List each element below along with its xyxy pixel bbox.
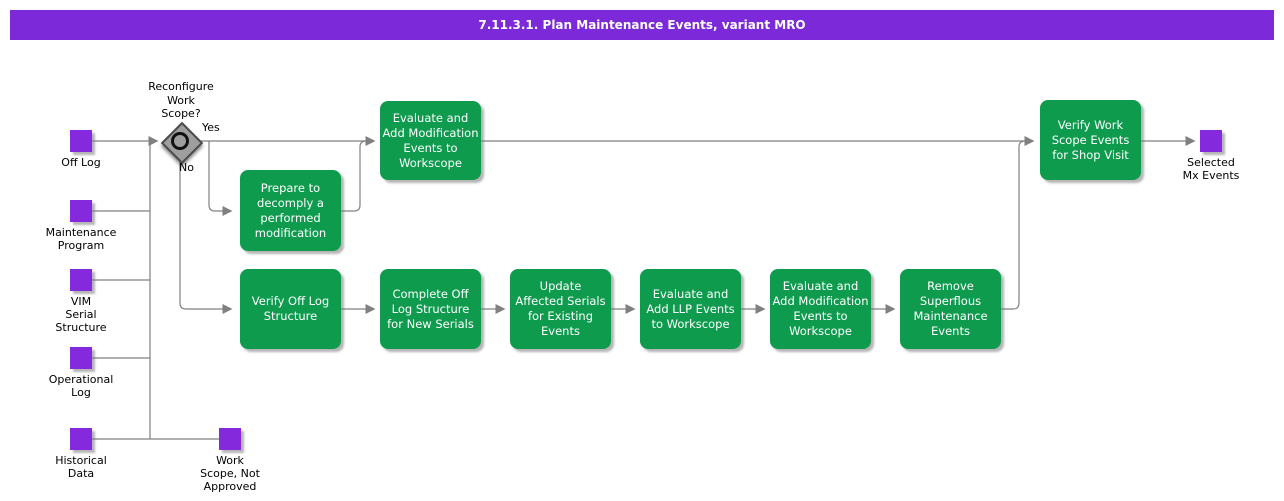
event-selected-mx-events[interactable] (1200, 130, 1222, 152)
connector-gateway-no (179, 160, 233, 314)
activity-update-affected-serials[interactable]: Update Affected Serials for Existing Eve… (510, 269, 611, 349)
gateway-question-label: Reconfigure Work Scope? (148, 80, 214, 120)
activity-remove-superflous-maintenance-events[interactable]: Remove Superflous Maintenance Events (900, 269, 1001, 349)
connector-prepare-join (341, 140, 367, 212)
event-maintenance-program-label: Maintenance Program (45, 226, 117, 252)
event-operational-log[interactable] (70, 347, 92, 369)
activity-complete-off-log-structure[interactable]: Complete Off Log Structure for New Seria… (380, 269, 481, 349)
event-historical-data-label: Historical Data (55, 454, 107, 480)
event-vim-serial-structure[interactable] (70, 269, 92, 291)
event-off-log-label: Off Log (61, 156, 101, 169)
event-selected-mx-events-label: Selected Mx Events (1182, 156, 1240, 182)
connector-trunk-gateway (148, 136, 159, 439)
branch-no-label: No (179, 161, 194, 174)
activity-evaluate-add-modification-events-1[interactable]: Evaluate and Add Modification Events to … (380, 101, 481, 180)
event-historical-data[interactable] (70, 428, 92, 450)
connector-yes-prepare (208, 141, 233, 216)
activity-evaluate-add-modification-events-2[interactable]: Evaluate and Add Modification Events to … (770, 269, 871, 349)
event-work-scope-not-approved[interactable] (219, 428, 241, 450)
event-maintenance-program[interactable] (70, 200, 92, 222)
event-operational-log-label: Operational Log (48, 373, 114, 399)
event-work-scope-not-approved-label: Work Scope, Not Approved (200, 454, 260, 493)
activity-prepare-decomply-modification[interactable]: Prepare to decomply a performed modifica… (240, 170, 341, 251)
event-vim-serial-structure-label: VIM Serial Structure (55, 295, 107, 334)
activity-evaluate-add-llp-events[interactable]: Evaluate and Add LLP Events to Workscope (640, 269, 741, 349)
connector-removesuperflous-join (1001, 140, 1026, 310)
activity-verify-work-scope-events[interactable]: Verify Work Scope Events for Shop Visit (1040, 100, 1141, 180)
branch-yes-label: Yes (202, 121, 220, 134)
inclusive-gateway-icon (171, 132, 189, 150)
activity-verify-off-log-structure[interactable]: Verify Off Log Structure (240, 269, 341, 349)
event-off-log[interactable] (70, 130, 92, 152)
diagram-title: 7.11.3.1. Plan Maintenance Events, varia… (478, 18, 806, 32)
diagram-title-bar: 7.11.3.1. Plan Maintenance Events, varia… (10, 10, 1274, 40)
